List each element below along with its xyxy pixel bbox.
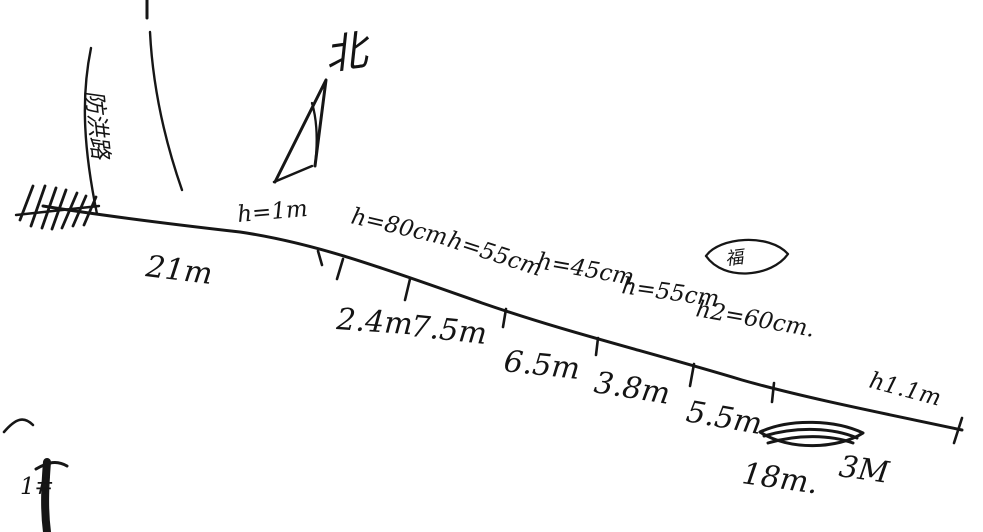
partial-scratched-label: 3M <box>837 449 892 491</box>
segment-label-1: 21m <box>143 249 214 292</box>
depth-label-4: h=45cm <box>535 248 636 291</box>
small-circled-label: 福 <box>724 247 747 270</box>
survey-main-line <box>41 204 964 432</box>
depth-label-1: h=1m <box>236 196 309 228</box>
road-curve-right <box>148 30 184 192</box>
corner-mark-top <box>34 460 69 471</box>
start-hatching <box>14 184 101 231</box>
depth-label-6: h2=60cm. <box>694 296 817 342</box>
north-arrow-icon <box>272 78 328 184</box>
segment-label-4: 6.5m <box>502 344 581 387</box>
road-curve-left <box>83 46 99 216</box>
depth-label-2: h=80cm <box>349 204 450 251</box>
corner-mark-label: 1# <box>20 474 54 500</box>
survey-ticks <box>316 249 964 445</box>
scribbled-out-marking <box>758 420 865 448</box>
small-circled-note <box>704 238 790 275</box>
segment-label-5: 3.8m <box>592 365 673 411</box>
segment-label-3: 7.5m <box>409 309 488 352</box>
left-vertical-label: 防洪路 <box>80 89 113 162</box>
bottom-distance-label: 18m. <box>740 456 820 501</box>
bottom-left-curve <box>2 418 35 434</box>
segment-label-2: 2.4m <box>334 302 413 342</box>
corner-mark-line <box>41 458 51 532</box>
depth-label-7: h1.1m <box>866 368 943 412</box>
segment-label-6: 5.5m <box>684 394 765 442</box>
north-label: 北 <box>322 25 375 80</box>
depth-label-3: h=55cm <box>444 227 545 282</box>
